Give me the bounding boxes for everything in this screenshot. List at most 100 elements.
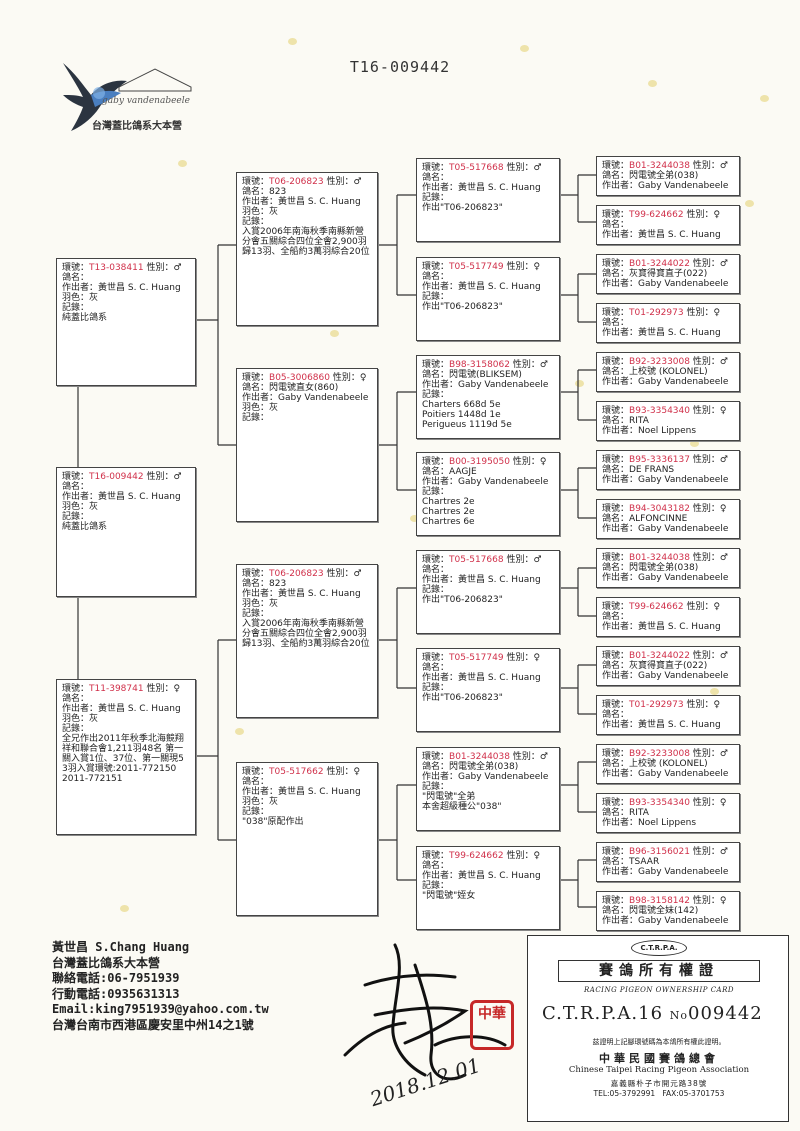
ring-number: B96-3156021 (629, 847, 690, 857)
ring-number: B93-3354340 (629, 406, 690, 416)
phone: 聯絡電話:06-7951939 (52, 971, 180, 986)
email: Email:king7951939@yahoo.com.tw (52, 1002, 269, 1017)
ring-line: 環號：B92-3233008 性別：♂ (602, 749, 728, 759)
address: 台灣台南市西港區慶安里中州14之1號 (52, 1017, 254, 1032)
ring-line: 環號：T13-038411 性別：♂ (62, 263, 182, 273)
sex-symbol: ♂ (173, 263, 182, 273)
ring-line: 環號：T05-517749 性別：♀ (422, 653, 541, 663)
sex-symbol: ♂ (719, 651, 728, 661)
gen4-box: 環號：B92-3233008 性別：♂ 鴿名：上校號 (KOLONEL) 作出者… (596, 744, 740, 784)
loft-name: 台灣蓋比鴿系大本營 (52, 955, 161, 970)
ring-line: 環號：B05-3006860 性別：♀ (242, 373, 367, 383)
ring-line: 環號：B01-3244038 性別：♂ (422, 752, 548, 762)
card-address: 嘉義縣朴子市開元路38號 (610, 1079, 708, 1088)
ring-number: B98-3158142 (629, 896, 690, 906)
gen1-box-dam: 環號：T11-398741 性別：♀ 鴿名： 作出者：黃世昌 S. C. Hua… (56, 679, 196, 835)
gen3-box: 環號：T05-517668 性別：♂ 鴿名： 作出者：黃世昌 S. C. Hua… (416, 158, 560, 242)
gen1-box-self: 環號：T16-009442 性別：♂ 鴿名： 作出者：黃世昌 S. C. Hua… (56, 467, 196, 597)
gen3-box: 環號：T05-517749 性別：♀ 鴿名： 作出者：黃世昌 S. C. Hua… (416, 257, 560, 341)
gen4-box: 環號：B93-3354340 性別：♀ 鴿名：RITA 作出者：Noel Lip… (596, 793, 740, 833)
gen4-box: 環號：T99-624662 性別：♀ 鴿名： 作出者：黃世昌 S. C. Hua… (596, 597, 740, 637)
gen3-box: 環號：T05-517749 性別：♀ 鴿名： 作出者：黃世昌 S. C. Hua… (416, 648, 560, 732)
gen2-box: 環號：T06-206823 性別：♂ 鴿名：823 作出者：黃世昌 S. C. … (236, 564, 378, 718)
gen4-box: 環號：B98-3158142 性別：♀ 鴿名：閃電號全妹(142) 作出者：Ga… (596, 891, 740, 931)
sex-symbol: ♂ (539, 752, 548, 762)
pedigree-connectors (77, 174, 596, 908)
logo-cursive: gaby vandenabeele (102, 96, 190, 106)
ring-line: 環號：B92-3233008 性別：♂ (602, 357, 728, 367)
ring-number: B95-3336137 (629, 455, 690, 465)
document-title: T16-009442 (349, 58, 451, 76)
mobile: 行動電話:0935631313 (52, 986, 180, 1001)
card-subtitle: RACING PIGEON OWNERSHIP CARD (584, 986, 734, 994)
sex-symbol: ♀ (353, 767, 361, 777)
ring-line: 環號：T01-292973 性別：♀ (602, 308, 721, 318)
record-note: 入賞2006年南海秋季南縣新營分會五關綜合四位全會2,900羽歸13羽、全船約3… (242, 619, 370, 649)
ring-line: 環號：T05-517662 性別：♀ (242, 767, 361, 777)
ring-number: B94-3043182 (629, 504, 690, 514)
sex-symbol: ♀ (533, 851, 541, 861)
sex-symbol: ♂ (719, 259, 728, 269)
sex-symbol: ♂ (533, 555, 542, 565)
card-number: C.T.R.P.A.16 No009442 (542, 1003, 763, 1024)
ring-number: B98-3158062 (449, 360, 510, 370)
gen1-box-sire: 環號：T13-038411 性別：♂ 鴿名： 作出者：黃世昌 S. C. Hua… (56, 258, 196, 386)
sex-symbol: ♀ (533, 262, 541, 272)
ring-line: 環號：B01-3244022 性別：♂ (602, 259, 728, 269)
ring-line: 環號：B98-3158142 性別：♀ (602, 896, 727, 906)
owner-name: 黃世昌 S.Chang Huang (52, 940, 190, 954)
ring-number: T99-624662 (629, 210, 684, 220)
ring-line: 環號：B98-3158062 性別：♂ (422, 360, 548, 370)
gen3-box: 環號：B01-3244038 性別：♂ 鴿名：閃電號全弟(038) 作出者：Ga… (416, 747, 560, 831)
ring-number: T11-398741 (89, 684, 144, 694)
ring-number: B92-3233008 (629, 749, 690, 759)
gen3-box: 環號：T99-624662 性別：♀ 鴿名： 作出者：黃世昌 S. C. Hua… (416, 846, 560, 930)
card-org-en: Chinese Taipei Racing Pigeon Association (568, 1065, 750, 1075)
sex-symbol: ♂ (719, 749, 728, 759)
ring-number: T05-517662 (269, 767, 324, 777)
sex-symbol: ♀ (359, 373, 367, 383)
sex-symbol: ♀ (713, 308, 721, 318)
sex-symbol: ♀ (713, 210, 721, 220)
ring-number: T05-517749 (449, 262, 504, 272)
gen4-box: 環號：T01-292973 性別：♀ 鴿名： 作出者：黃世昌 S. C. Hua… (596, 303, 740, 343)
gen2-box: 環號：T06-206823 性別：♂ 鴿名：823 作出者：黃世昌 S. C. … (236, 172, 378, 326)
ring-number: B00-3195050 (449, 457, 510, 467)
gen2-box: 環號：B05-3006860 性別：♀ 鴿名：閃電號直女(860) 作出者：Ga… (236, 368, 378, 522)
ring-number: T16-009442 (89, 472, 144, 482)
gen4-box: 環號：B93-3354340 性別：♀ 鴿名：RITA 作出者：Noel Lip… (596, 401, 740, 441)
card-note: 茲證明上記腳環號碼為本鴿所有權此證明。 (592, 1038, 726, 1046)
ring-number: B01-3244022 (629, 259, 690, 269)
ring-line: 環號：T05-517668 性別：♂ (422, 163, 542, 173)
card-title: 賽鴿所有權證 (558, 960, 760, 982)
sex-symbol: ♂ (719, 161, 728, 171)
handwritten-signature (343, 943, 507, 1081)
ring-line: 環號：B01-3244038 性別：♂ (602, 161, 728, 171)
sex-symbol: ♂ (719, 553, 728, 563)
sex-symbol: ♂ (719, 455, 728, 465)
gen4-box: 環號：B94-3043182 性別：♀ 鴿名：ALFONCINNE 作出者：Ga… (596, 499, 740, 539)
sex-symbol: ♀ (539, 457, 547, 467)
ring-number: B01-3244038 (449, 752, 510, 762)
ring-line: 環號：T16-009442 性別：♂ (62, 472, 182, 482)
ring-line: 環號：B96-3156021 性別：♂ (602, 847, 728, 857)
ring-line: 環號：T99-624662 性別：♀ (422, 851, 541, 861)
sex-symbol: ♀ (719, 798, 727, 808)
ownership-card: C.T.R.P.A. 賽鴿所有權證 RACING PIGEON OWNERSHI… (527, 935, 789, 1122)
ring-number: B93-3354340 (629, 798, 690, 808)
ring-line: 環號：T01-292973 性別：♀ (602, 700, 721, 710)
gen4-box: 環號：B01-3244022 性別：♂ 鴿名：灰寶得寶直子(022) 作出者：G… (596, 646, 740, 686)
sex-symbol: ♂ (533, 163, 542, 173)
ring-number: T13-038411 (89, 263, 144, 273)
ring-number: B01-3244022 (629, 651, 690, 661)
ring-number: B92-3233008 (629, 357, 690, 367)
ring-number: B05-3006860 (269, 373, 330, 383)
ring-number: B01-3244038 (629, 553, 690, 563)
ring-line: 環號：B93-3354340 性別：♀ (602, 798, 727, 808)
contact-footer: 黃世昌 S.Chang Huang 台灣蓋比鴿系大本營 聯絡電話:06-7951… (52, 940, 269, 1034)
gen4-box: 環號：B95-3336137 性別：♂ 鴿名：DE FRANS 作出者：Gaby… (596, 450, 740, 490)
logo-text: 台灣蓋比鴿系大本營 (92, 121, 182, 132)
ring-number: T05-517749 (449, 653, 504, 663)
gen3-box: 環號：B98-3158062 性別：♂ 鴿名：閃電號(BLIKSEM) 作出者：… (416, 355, 560, 439)
